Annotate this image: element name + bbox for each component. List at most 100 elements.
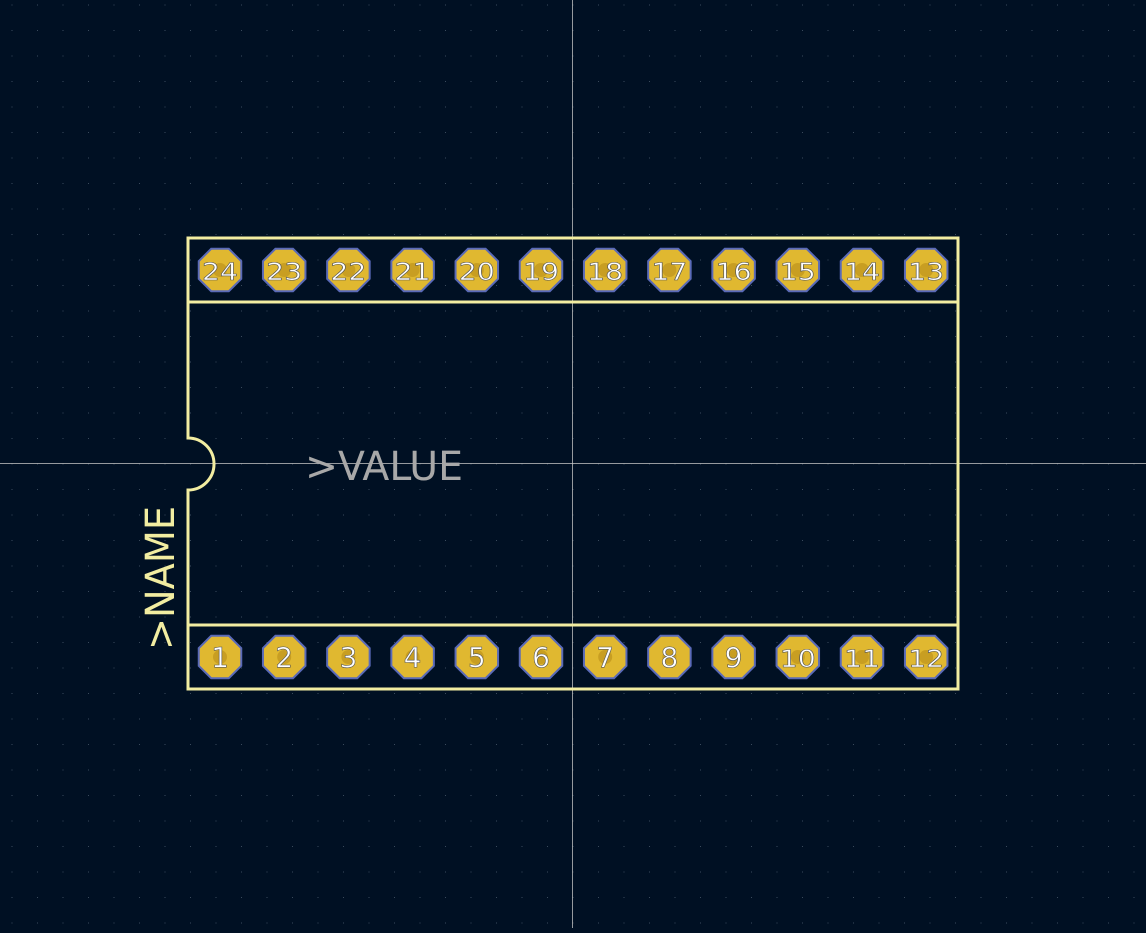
grid-dot: [725, 693, 727, 694]
grid-dot: [751, 846, 752, 847]
grid-dot: [980, 55, 982, 57]
pad-5[interactable]: 5: [454, 634, 500, 680]
grid-dot: [1006, 897, 1007, 898]
pad-4[interactable]: 4: [390, 634, 435, 680]
grid-dot: [1108, 922, 1109, 924]
grid-dot: [164, 871, 166, 873]
grid-dot: [598, 795, 599, 796]
pad-8[interactable]: 8: [647, 634, 692, 680]
grid-dot: [445, 642, 446, 643]
grid-dot: [1133, 744, 1135, 745]
grid-dot: [1082, 81, 1084, 82]
grid-dot: [445, 616, 446, 618]
grid-dot: [266, 55, 268, 57]
pad-18[interactable]: 18: [582, 247, 628, 293]
pad-11[interactable]: 11: [839, 634, 885, 680]
grid-dot: [904, 412, 905, 414]
grid-dot: [1031, 667, 1033, 669]
pad-10[interactable]: 10: [775, 634, 821, 680]
grid-dot: [343, 693, 344, 694]
pad-22[interactable]: 22: [326, 247, 371, 293]
pad-9[interactable]: 9: [711, 634, 756, 680]
grid-dot: [496, 922, 497, 924]
grid-dot: [164, 285, 166, 286]
grid-dot: [164, 514, 166, 516]
pad-17[interactable]: 17: [647, 247, 692, 293]
grid-dot: [1133, 438, 1135, 439]
value-label[interactable]: >VALUE: [305, 444, 463, 490]
grid-dot: [878, 795, 880, 796]
pad-24[interactable]: 24: [197, 247, 243, 293]
grid-dot: [751, 30, 752, 31]
grid-dot: [929, 744, 931, 745]
grid-dot: [1082, 514, 1084, 516]
grid-dot: [853, 820, 854, 822]
pad-2[interactable]: 2: [261, 634, 307, 680]
pad-20[interactable]: 20: [454, 247, 500, 293]
grid-dot: [904, 897, 905, 898]
grid-dot: [419, 106, 421, 108]
grid-dot: [419, 30, 421, 31]
grid-dot: [623, 310, 625, 312]
grid-dot: [1006, 795, 1007, 796]
grid-dot: [241, 336, 242, 337]
grid-dot: [623, 565, 625, 567]
grid-dot: [37, 310, 38, 312]
grid-dot: [1133, 285, 1135, 286]
grid-dot: [292, 540, 293, 541]
grid-dot: [215, 489, 217, 490]
grid-dot: [751, 336, 752, 337]
pad-number: 13: [908, 258, 944, 286]
grid-dot: [343, 540, 344, 541]
grid-dot: [980, 769, 982, 771]
grid-dot: [37, 387, 38, 388]
pad-3[interactable]: 3: [326, 634, 371, 680]
pad-19[interactable]: 19: [518, 247, 564, 293]
pad-1[interactable]: 1: [197, 634, 243, 680]
grid-dot: [802, 514, 803, 516]
pad-14[interactable]: 14: [839, 247, 885, 293]
grid-dot: [1031, 846, 1033, 847]
pad-drill-hole: [405, 650, 420, 664]
pad-23[interactable]: 23: [261, 247, 307, 293]
grid-dot: [88, 310, 89, 312]
pad-13[interactable]: 13: [903, 247, 949, 293]
grid-dot: [215, 81, 217, 82]
grid-dot: [955, 540, 956, 541]
grid-dot: [1133, 387, 1135, 388]
grid-dot: [1108, 310, 1109, 312]
grid-dot: [266, 4, 268, 6]
body-outline[interactable]: [186, 236, 960, 691]
grid-dot: [1031, 310, 1033, 312]
grid-dot: [1057, 208, 1058, 210]
pad-drill-hole: [469, 263, 484, 277]
name-label[interactable]: >NAME: [138, 506, 184, 650]
pad-21[interactable]: 21: [390, 247, 435, 293]
grid-dot: [700, 489, 701, 490]
grid-dot: [598, 336, 599, 337]
grid-dot: [215, 106, 217, 108]
grid-dot: [394, 157, 395, 159]
pad-16[interactable]: 16: [711, 247, 756, 293]
pad-6[interactable]: 6: [518, 634, 564, 680]
grid-dot: [241, 4, 242, 6]
grid-dot: [1057, 540, 1058, 541]
grid-dot: [1108, 30, 1109, 31]
grid-dot: [215, 361, 217, 363]
grid-dot: [1057, 4, 1058, 6]
pad-15[interactable]: 15: [775, 247, 821, 293]
silkscreen-outline[interactable]: [186, 236, 960, 691]
pad-12[interactable]: 12: [903, 634, 949, 680]
grid-dot: [802, 922, 803, 924]
grid-dot: [266, 540, 268, 541]
grid-dot: [751, 769, 752, 771]
grid-dot: [1133, 693, 1135, 694]
grid-dot: [37, 820, 38, 822]
grid-dot: [1031, 412, 1033, 414]
grid-dot: [113, 208, 115, 210]
grid-dot: [955, 259, 956, 261]
pad-7[interactable]: 7: [582, 634, 628, 680]
